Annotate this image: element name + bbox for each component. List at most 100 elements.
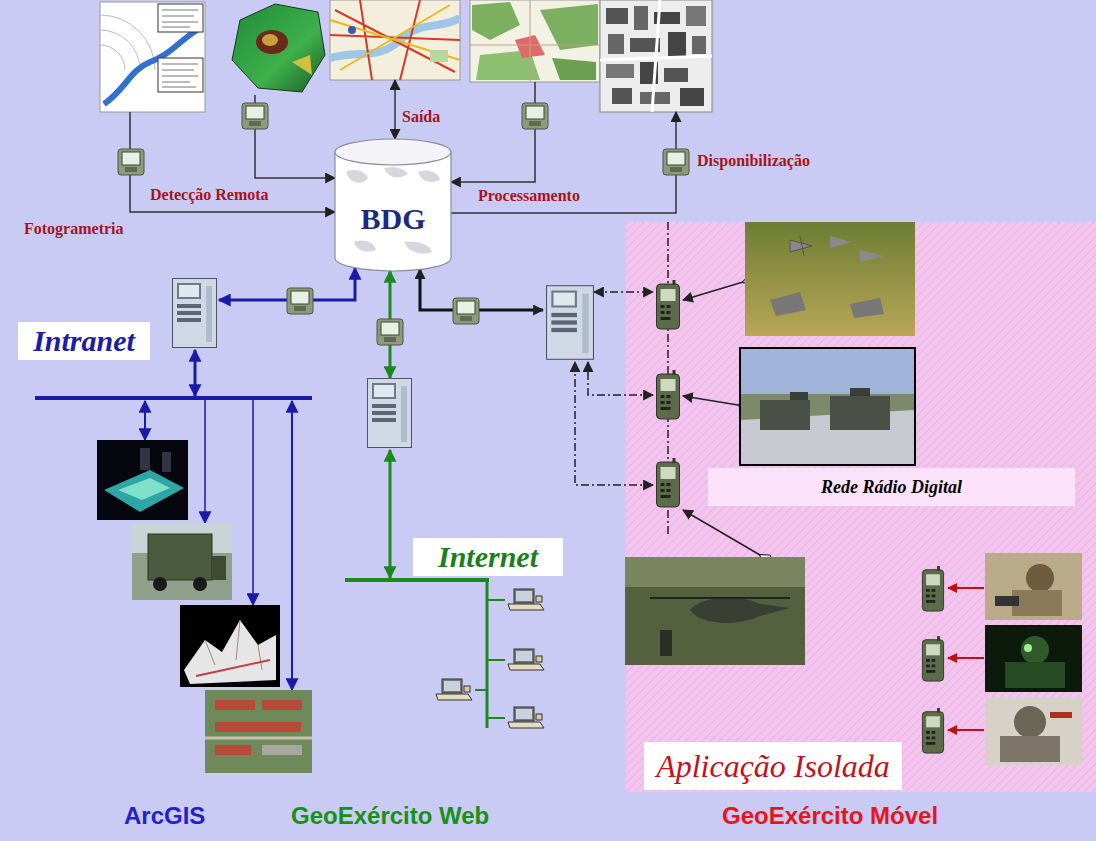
city-map bbox=[606, 8, 628, 24]
laptop-icon bbox=[508, 649, 544, 670]
soldier-photo bbox=[1026, 564, 1054, 592]
road-map bbox=[330, 0, 460, 80]
command-table-photo bbox=[104, 470, 184, 512]
mode-label-box: Aplicação Isolada bbox=[644, 742, 902, 790]
helicopter-photo bbox=[650, 597, 790, 599]
road-map bbox=[330, 5, 460, 70]
standalone-links bbox=[948, 729, 984, 731]
component-title: GeoExército Web bbox=[291, 802, 489, 830]
production-flow-arrows bbox=[130, 112, 335, 212]
laptop-icon bbox=[436, 679, 472, 700]
terrain-model bbox=[256, 30, 288, 54]
city-map bbox=[606, 64, 634, 78]
command-table-photo bbox=[97, 440, 188, 520]
node-text: Internet bbox=[438, 540, 538, 574]
helicopter-photo bbox=[625, 557, 805, 665]
radio-links bbox=[575, 362, 653, 485]
shelter-truck-photo bbox=[193, 577, 207, 591]
radio-terminal bbox=[657, 370, 680, 419]
radio-links bbox=[588, 362, 653, 395]
soldier-photo bbox=[1000, 736, 1060, 762]
helicopter-photo bbox=[660, 630, 672, 656]
terrain-3d-view bbox=[205, 620, 262, 670]
aircraft-photo bbox=[850, 298, 884, 318]
radio-terminal bbox=[922, 636, 943, 681]
server-icon bbox=[173, 279, 594, 448]
laptop-icon bbox=[508, 707, 544, 728]
internet-links bbox=[345, 578, 489, 582]
standalone-links bbox=[948, 587, 984, 589]
mobile-region bbox=[626, 222, 1096, 792]
radio-links bbox=[575, 222, 668, 535]
terrain-3d-view bbox=[180, 605, 280, 687]
land-cover-map bbox=[552, 58, 596, 80]
soldier-photo bbox=[1024, 644, 1032, 652]
aircraft-photo bbox=[745, 222, 915, 336]
soldier-photo bbox=[1021, 636, 1049, 664]
workstation-icon bbox=[287, 288, 313, 314]
soldier-photo bbox=[995, 596, 1019, 606]
soldier-photo bbox=[985, 553, 1082, 620]
radio-terminal bbox=[922, 566, 943, 611]
satellite-image bbox=[215, 745, 251, 755]
internet-links bbox=[389, 450, 392, 578]
aircraft-photo bbox=[830, 236, 852, 248]
terrain-3d-view bbox=[196, 660, 270, 676]
node-text: Aplicação Isolada bbox=[656, 748, 890, 785]
soldier-photo bbox=[1050, 712, 1072, 718]
radar-map bbox=[162, 64, 198, 87]
workstation-icon bbox=[663, 149, 689, 175]
server-icon bbox=[368, 379, 412, 448]
city-map bbox=[600, 0, 712, 112]
mobile-link bbox=[420, 269, 543, 310]
city-map bbox=[680, 88, 704, 106]
soldier-photo bbox=[985, 553, 1082, 620]
command-table-photo bbox=[118, 478, 170, 500]
laptop-icon bbox=[436, 589, 544, 728]
workstation-icon bbox=[242, 103, 268, 129]
radio-terminal bbox=[657, 280, 944, 753]
command-table-photo bbox=[97, 440, 188, 520]
internet-links bbox=[475, 600, 505, 718]
city-map bbox=[608, 34, 624, 54]
road-map bbox=[430, 50, 448, 62]
city-map bbox=[612, 88, 632, 104]
satellite-image bbox=[215, 722, 301, 732]
radio-terminal bbox=[922, 708, 943, 753]
sensor-links bbox=[683, 396, 738, 405]
satellite-image bbox=[262, 700, 302, 710]
city-map bbox=[686, 6, 706, 26]
soldier-photo bbox=[1012, 590, 1062, 616]
terrain-model bbox=[262, 34, 278, 46]
armoured-vehicles-photo bbox=[740, 348, 915, 465]
node-text: Intranet bbox=[33, 324, 135, 358]
soldier-photo bbox=[985, 697, 1082, 765]
mobile-region bbox=[626, 222, 1096, 792]
component-title: GeoExército Móvel bbox=[722, 802, 938, 830]
flow-label: Disponibilização bbox=[697, 152, 810, 170]
network-label-box: Internet bbox=[413, 538, 563, 576]
node-text: BDG bbox=[360, 202, 425, 236]
workstation-icon bbox=[118, 103, 689, 175]
radar-map bbox=[100, 2, 205, 112]
terrain-3d-view bbox=[184, 620, 276, 684]
land-cover-map bbox=[470, 0, 600, 82]
soldier-photo bbox=[985, 625, 1082, 692]
city-map bbox=[634, 6, 648, 30]
intranet-photos bbox=[97, 440, 312, 773]
network-label-box: Intranet bbox=[18, 322, 150, 360]
shelter-truck-photo bbox=[132, 523, 232, 600]
production-flow-arrows bbox=[451, 112, 676, 213]
satellite-image bbox=[262, 745, 302, 755]
satellite-image bbox=[205, 690, 312, 773]
helicopter-photo bbox=[625, 557, 805, 587]
road-map bbox=[330, 0, 460, 80]
command-table-photo bbox=[140, 448, 150, 470]
radar-map bbox=[162, 10, 198, 27]
workstation-icon bbox=[453, 298, 479, 324]
satellite-image bbox=[215, 700, 255, 710]
soldier-photo bbox=[1005, 662, 1065, 688]
terrain-model bbox=[232, 4, 325, 92]
production-flow-arrows bbox=[451, 82, 535, 182]
